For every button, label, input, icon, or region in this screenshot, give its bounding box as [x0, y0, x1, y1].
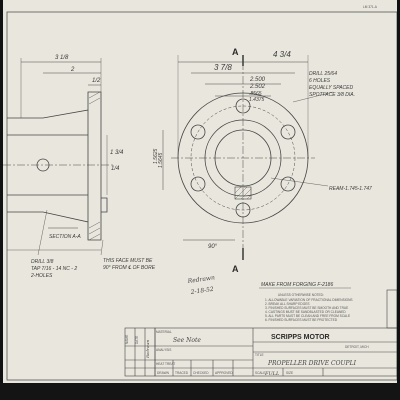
tb-drawn-label: DRAWN	[157, 371, 170, 375]
unless-header: UNLESS OTHERWISE NOTED:	[278, 293, 324, 297]
dim-bore-2: 1.4375	[249, 97, 265, 103]
drawing-sheet: LM 371-A 3 1/8 2 1/2 1 3	[3, 0, 397, 383]
note-item-6: 6. FINISHED SURFACES MUST BE PROTECTED	[265, 318, 338, 322]
dim-bore-1: .8565	[249, 91, 262, 97]
drill-note-r4: SPOTFACE 3/8 DIA.	[309, 92, 355, 98]
drill-note-1: DRILL 3/8	[31, 259, 54, 265]
stamp-date: 2-18-52	[189, 286, 214, 296]
bolt-hole-lower-left	[190, 176, 206, 192]
tb-checked-label: CHECKED	[193, 371, 209, 375]
tb-material: See Note	[173, 337, 201, 344]
corner-ref: LM 371-A	[363, 5, 378, 9]
dim-hub-1: 2.500	[249, 77, 266, 83]
forging-note: MAKE FROM FORGING F-2186	[261, 282, 333, 288]
hub-outline	[7, 91, 102, 241]
tb-heat-label: HEAT TREAT	[156, 362, 175, 366]
note-item-1: 1. ALLOWABLE VARIATION OF FRACTIONAL DIM…	[265, 298, 353, 302]
dim-hub-2: 2.502	[249, 84, 266, 90]
bolt-hole-lower-right	[280, 176, 296, 192]
drill-note-r2: 6 HOLES	[309, 78, 331, 84]
dim-side-1: 1.5625	[153, 148, 159, 164]
dim-thk: 1/4	[111, 166, 120, 172]
note-item-5: 5. ALL PARTS MUST BE CLEAN AND FREE FROM…	[265, 314, 350, 318]
section-marker-bottom: A	[232, 264, 239, 274]
dim-overall: 3 1/8	[55, 55, 69, 61]
stamp-redrawn: Redrawn	[186, 274, 215, 285]
scan-edge	[0, 383, 400, 400]
tb-date-label: DATE	[135, 336, 139, 344]
tb-title: PROPELLER DRIVE COUPLI	[267, 360, 357, 367]
face-view	[162, 55, 334, 260]
tb-approved-label: APPROVED	[215, 371, 233, 375]
tb-scale-label: SCALE	[255, 371, 265, 375]
section-marker-top: A	[232, 47, 239, 57]
title-block	[124, 289, 397, 377]
tb-title-label: TITLE	[255, 353, 264, 357]
dim-ream: REAM-1.745-1.747	[329, 186, 372, 192]
tb-city: DETROIT, MICH	[345, 345, 369, 349]
tb-material-label: MATERIAL	[156, 330, 172, 334]
dim-outer: 4 3/4	[273, 50, 291, 59]
drill-note-3: 2-HOLES	[30, 273, 53, 279]
dim-inner: 2	[70, 67, 75, 73]
note-item-2: 2. BREAK ALL SHARP EDGES	[265, 302, 309, 306]
bolt-hole-upper-left	[190, 124, 206, 140]
tb-company: SCRIPPS MOTOR	[271, 334, 330, 341]
section-label: SECTION A-A	[49, 234, 81, 240]
engineering-drawing: LM 371-A 3 1/8 2 1/2 1 3	[3, 5, 397, 381]
tb-traced-label: TRACED	[175, 371, 189, 375]
tb-name-label: NAME	[125, 335, 129, 344]
drill-note-2: TAP 7/16 - 14 NC - 2	[31, 266, 77, 272]
dim-angle: 90°	[208, 244, 218, 250]
section-view	[3, 58, 113, 256]
dim-right-1: 1 3/4	[110, 150, 124, 156]
tb-size-label: SIZE	[286, 371, 293, 375]
tb-scale: FULL	[264, 371, 280, 377]
face-note-2: 90° FROM ℄ OF BORE	[103, 265, 156, 271]
bolt-hole-upper-right	[280, 124, 296, 140]
face-note-1: THIS FACE MUST BE	[103, 258, 153, 264]
note-item-3: 3. FINISHED SURFACES MUST BE SMOOTH AND …	[265, 306, 348, 310]
drill-note-r1: DRILL 25/64	[309, 71, 337, 77]
tb-analysis-label: ANALYSIS	[156, 348, 171, 352]
dim-side-2: 1.5645	[158, 152, 164, 168]
bolt-hole-top	[235, 98, 251, 114]
dim-small-top: 1/2	[92, 78, 101, 84]
sheet-border	[6, 11, 397, 381]
drill-note-r3: EQUALLY SPACED	[309, 85, 353, 91]
dim-bolt-circle: 3 7/8	[214, 63, 232, 72]
note-item-4: 4. CASTINGS MUST BE SANDBLASTED OR CLEAN…	[265, 310, 346, 314]
tb-redrawn-sig: Redrawn	[145, 339, 150, 359]
